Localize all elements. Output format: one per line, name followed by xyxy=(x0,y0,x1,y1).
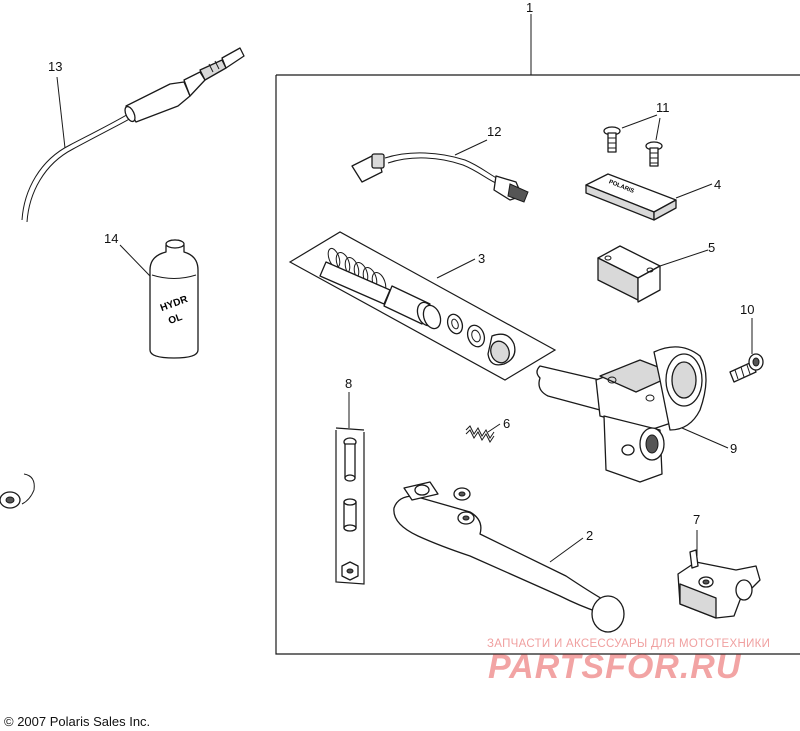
bottle-label-ol: OL xyxy=(167,312,184,327)
leader-11a xyxy=(621,114,658,129)
callout-8: 8 xyxy=(345,376,352,391)
part-7-clamp xyxy=(677,549,761,619)
part-14-hydraulic-oil-bottle: HYDR OL xyxy=(149,239,199,359)
part-13-brake-hose xyxy=(21,47,245,223)
callout-3: 3 xyxy=(478,251,485,266)
leader-2 xyxy=(549,537,584,563)
leader-3 xyxy=(436,258,476,279)
callout-4: 4 xyxy=(714,177,721,192)
leader-12 xyxy=(454,139,488,156)
assembly-frame-left xyxy=(275,75,800,655)
part-12-brake-switch xyxy=(351,152,529,203)
copyright-notice: © 2007 Polaris Sales Inc. xyxy=(4,714,151,729)
part-4-reservoir-cap: POLARIS xyxy=(585,173,677,221)
part-9-master-cylinder xyxy=(536,346,707,483)
part-8-pivot-pin-set xyxy=(335,392,365,585)
leader-11b xyxy=(655,117,661,141)
leader-13 xyxy=(56,76,66,149)
callout-2: 2 xyxy=(586,528,593,543)
banjo-fitting xyxy=(0,473,35,509)
leader-14 xyxy=(119,244,151,277)
callout-9: 9 xyxy=(730,441,737,456)
watermark-site-logo: PARTSFOR.RU xyxy=(488,648,742,686)
part-5-diaphragm xyxy=(597,245,661,303)
leader-5 xyxy=(659,249,709,267)
callout-7: 7 xyxy=(693,512,700,527)
callout-13: 13 xyxy=(48,59,62,74)
callout-1: 1 xyxy=(526,0,533,15)
callout-11: 11 xyxy=(656,100,670,115)
part-10-bolt xyxy=(729,353,764,383)
callout-12: 12 xyxy=(487,124,501,139)
leader-9 xyxy=(681,427,729,449)
spring xyxy=(319,247,391,305)
callout-6: 6 xyxy=(503,416,510,431)
part-6-spring xyxy=(465,425,495,443)
part-3-piston-kit xyxy=(288,231,557,381)
callout-14: 14 xyxy=(104,231,118,246)
part-11-screws xyxy=(603,126,663,167)
callout-5: 5 xyxy=(708,240,715,255)
watermark-tagline: ЗАПЧАСТИ И АКСЕССУАРЫ ДЛЯ МОТОТЕХНИКИ xyxy=(487,638,771,650)
leader-4 xyxy=(675,183,713,199)
part-2-brake-lever xyxy=(393,481,625,633)
callout-10: 10 xyxy=(740,302,754,317)
leader-6 xyxy=(487,423,501,433)
